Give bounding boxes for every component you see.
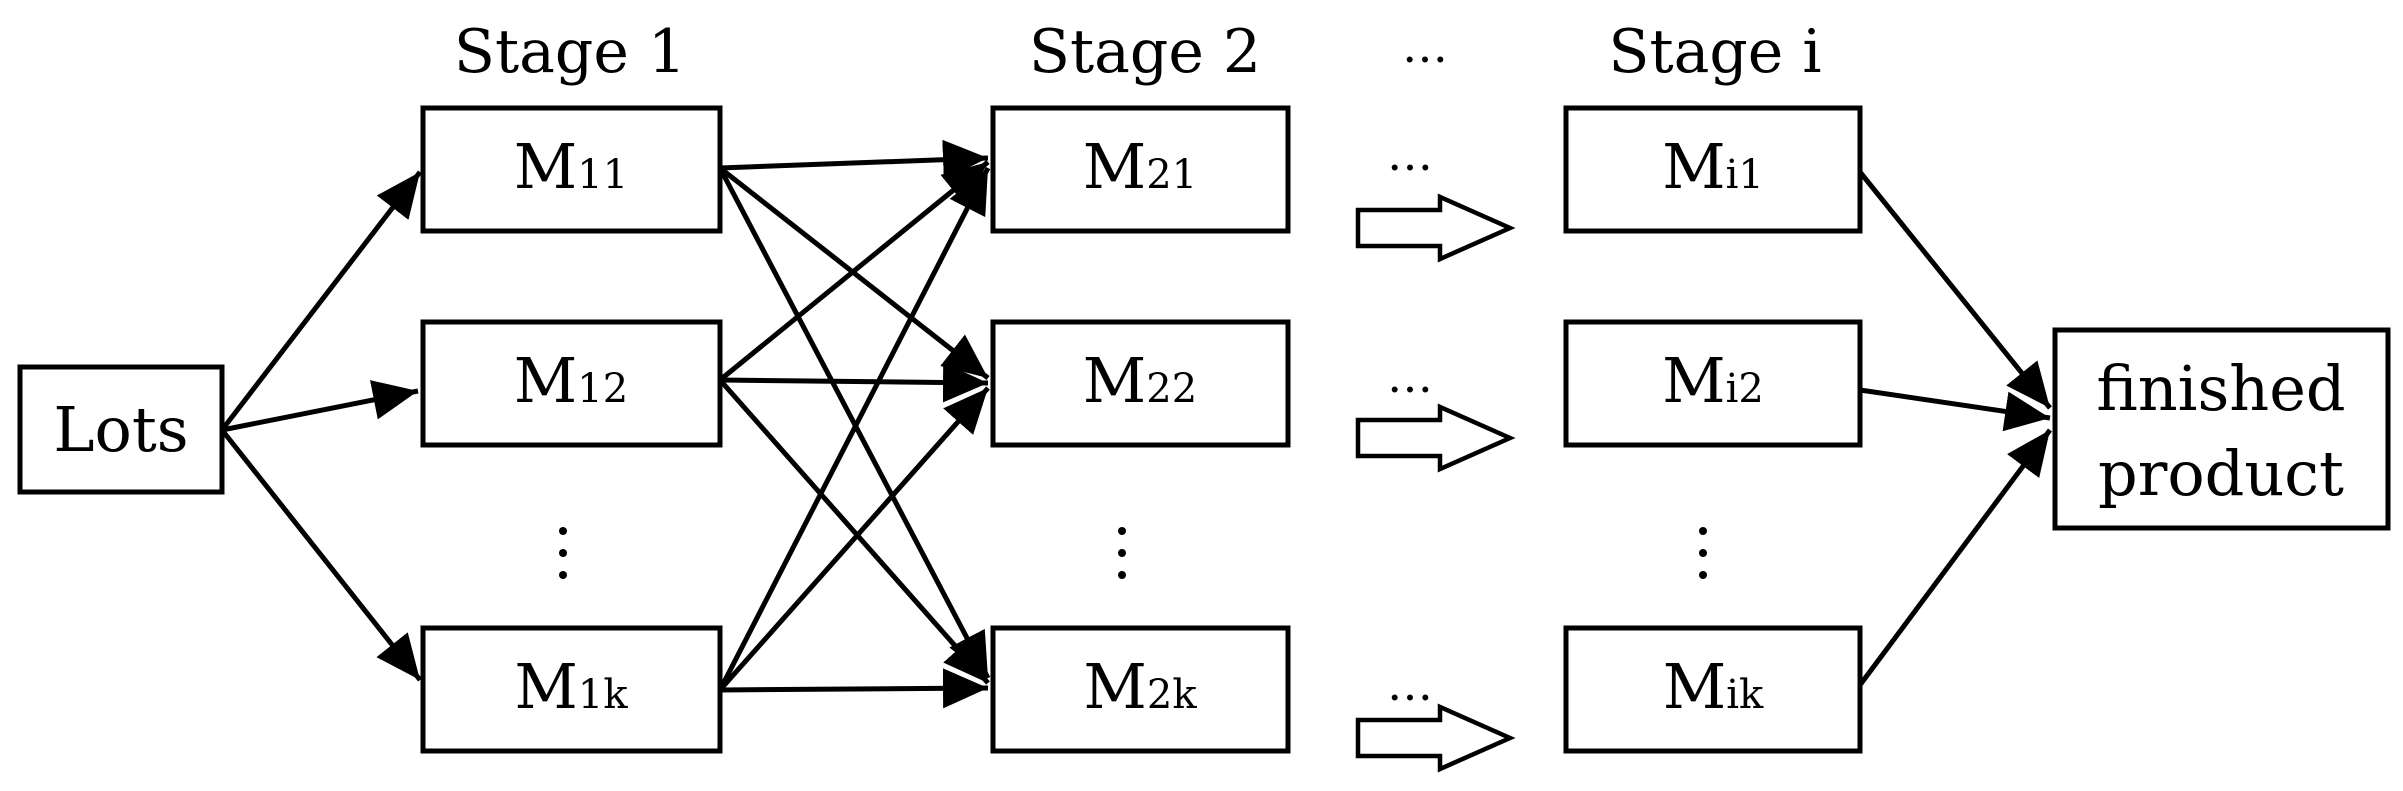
svg-text:M21: M21 <box>1083 130 1197 203</box>
svg-text:M1k: M1k <box>514 650 628 723</box>
machine-mik: Mik <box>1563 625 1863 754</box>
machine-mik-sub: ik <box>1726 672 1764 718</box>
hollow-arrow-row1: … <box>1355 127 1516 263</box>
machine-m21-main: M <box>1083 130 1146 203</box>
machine-mi1-main: M <box>1662 130 1725 203</box>
hollow-arrow-row2: … <box>1355 349 1516 473</box>
row2-ellipsis: … <box>1387 349 1433 403</box>
lots-node: Lots <box>17 364 225 495</box>
machine-m11: M11 <box>420 105 723 234</box>
machine-m21: M21 <box>990 105 1291 234</box>
stage-ellipsis: … <box>1402 19 1448 73</box>
stage-2-label: Stage 2 <box>1029 17 1261 87</box>
stage-i-label: Stage i <box>1608 17 1821 87</box>
vertical-ellipsis-stage1 <box>559 527 567 579</box>
hollow-arrow-icon <box>1355 403 1516 473</box>
machine-mik-main: M <box>1663 650 1726 723</box>
stage-1-label: Stage 1 <box>454 17 686 87</box>
vertical-ellipsis-stage2 <box>1118 527 1126 579</box>
finished-label: finished <box>2096 352 2345 425</box>
svg-text:M2k: M2k <box>1083 650 1197 723</box>
svg-text:M12: M12 <box>514 344 628 417</box>
row3-ellipsis: … <box>1387 657 1433 711</box>
svg-text:M11: M11 <box>514 130 628 203</box>
hollow-arrow-icon <box>1355 703 1516 773</box>
machine-m22-main: M <box>1083 344 1146 417</box>
machine-m1k-sub: 1k <box>578 672 628 718</box>
svg-text:Mik: Mik <box>1663 650 1764 723</box>
machine-mi1: Mi1 <box>1563 105 1863 234</box>
svg-text:Mi1: Mi1 <box>1662 130 1764 203</box>
machine-m1k-main: M <box>514 650 577 723</box>
stage-i-to-product-arrows <box>1857 170 2053 687</box>
machine-m22: M22 <box>990 319 1291 448</box>
machine-m12-sub: 12 <box>577 366 628 412</box>
svg-text:Mi2: Mi2 <box>1662 344 1764 417</box>
svg-text:M22: M22 <box>1083 344 1197 417</box>
machine-mi1-sub: i1 <box>1726 152 1764 198</box>
hollow-arrow-icon <box>1355 193 1516 263</box>
vertical-ellipsis-stage-i <box>1699 527 1707 579</box>
hollow-arrow-row3: … <box>1355 657 1516 773</box>
product-label: product <box>2098 437 2344 510</box>
machine-m11-main: M <box>514 130 577 203</box>
machine-m2k-main: M <box>1083 650 1146 723</box>
machine-m2k: M2k <box>990 625 1291 754</box>
machine-mi2: Mi2 <box>1563 319 1863 448</box>
machine-m1k: M1k <box>420 625 723 754</box>
machine-m12: M12 <box>420 319 723 448</box>
machine-m21-sub: 21 <box>1146 152 1197 198</box>
row1-ellipsis: … <box>1387 127 1433 181</box>
finished-product-node: finished product <box>2052 327 2391 531</box>
machine-m2k-sub: 2k <box>1147 672 1197 718</box>
machine-m22-sub: 22 <box>1146 366 1197 412</box>
machine-mi2-sub: i2 <box>1726 366 1764 412</box>
machine-m12-main: M <box>514 344 577 417</box>
machine-m11-sub: 11 <box>577 152 628 198</box>
machine-mi2-main: M <box>1662 344 1725 417</box>
stage1-to-stage2-arrows <box>717 139 991 709</box>
lots-label: Lots <box>53 393 188 466</box>
lots-arrows <box>220 170 422 682</box>
